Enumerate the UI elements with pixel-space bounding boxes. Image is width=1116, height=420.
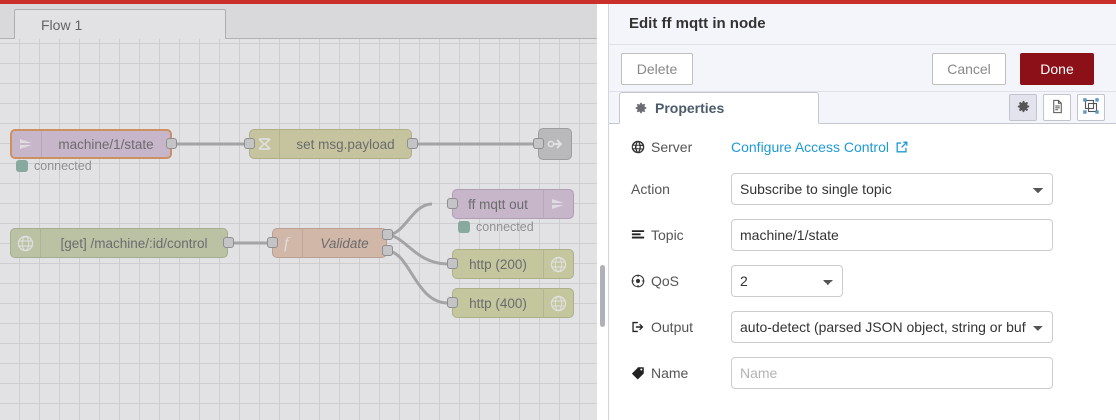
target-icon	[631, 274, 645, 288]
node-http-400-input-port[interactable]	[447, 297, 458, 308]
node-http-in-label: [get] /machine/:id/control	[60, 235, 208, 251]
external-link-icon	[895, 140, 909, 154]
tab-properties-label: Properties	[655, 100, 725, 116]
flow-tab-bar: Flow 1	[0, 4, 597, 40]
panel-title: Edit ff mqtt in node	[629, 15, 766, 32]
node-http-response-400[interactable]: http (400)	[452, 288, 574, 318]
node-change-input-port[interactable]	[244, 138, 255, 149]
globe-icon	[631, 140, 645, 154]
node-mqtt-in-label: machine/1/state	[58, 136, 154, 152]
server-label: Server	[631, 139, 731, 155]
node-http-200-input-port[interactable]	[447, 258, 458, 269]
gear-icon	[1016, 99, 1031, 117]
flow-canvas[interactable]: machine/1/state connected set msg.payloa…	[0, 39, 597, 420]
name-input[interactable]	[731, 357, 1053, 389]
topic-label: Topic	[631, 227, 731, 243]
status-dot-icon	[458, 221, 470, 233]
node-http-response-200[interactable]: http (200)	[452, 249, 574, 279]
node-http-in-output-port[interactable]	[223, 237, 234, 248]
tag-icon	[631, 366, 645, 380]
form-row-name: Name	[609, 357, 1116, 389]
mqtt-icon	[543, 190, 573, 218]
form-row-qos: QoS 012	[609, 265, 1116, 297]
server-label-text: Server	[651, 139, 693, 155]
configure-access-control-text: Configure Access Control	[731, 139, 889, 155]
action-label: Action	[631, 181, 731, 197]
node-mqtt-in-status: connected	[16, 159, 92, 173]
app-header-bar	[0, 0, 1116, 4]
gear-icon	[634, 101, 648, 115]
svg-text:f: f	[284, 235, 291, 252]
node-change-output-port[interactable]	[407, 138, 418, 149]
name-label-text: Name	[651, 365, 689, 381]
panel-appearance-button[interactable]	[1077, 94, 1105, 121]
output-select[interactable]: auto-detect (parsed JSON object, string …	[731, 311, 1053, 343]
node-change-label: set msg.payload	[296, 136, 395, 152]
qos-label: QoS	[631, 273, 731, 289]
mqtt-icon	[12, 131, 42, 157]
node-link-out[interactable]	[538, 128, 572, 160]
tab-properties[interactable]: Properties	[619, 92, 819, 124]
node-mqtt-out-input-port[interactable]	[447, 198, 458, 209]
node-http-400-label: http (400)	[469, 295, 527, 311]
node-function-input-port[interactable]	[267, 237, 278, 248]
output-label: Output	[631, 319, 731, 335]
link-out-icon	[539, 129, 571, 159]
panel-resize-handle[interactable]	[600, 265, 605, 327]
panel-settings-button[interactable]	[1009, 94, 1037, 121]
change-icon	[250, 130, 280, 158]
edit-node-panel: Edit ff mqtt in node Delete Cancel Done …	[608, 4, 1116, 420]
flow-tab-flow-1[interactable]: Flow 1	[14, 9, 226, 40]
sign-out-icon	[631, 320, 645, 334]
node-link-out-input-port[interactable]	[533, 138, 544, 149]
configure-access-control-link[interactable]: Configure Access Control	[731, 139, 909, 155]
flow-workspace: Flow 1	[0, 4, 597, 420]
node-mqtt-in-status-label: connected	[34, 159, 92, 173]
function-icon: f	[273, 229, 303, 257]
topic-label-text: Topic	[651, 227, 684, 243]
form-row-action: Action Subscribe to single topic	[609, 173, 1116, 205]
node-function-output-port-2[interactable]	[382, 245, 393, 256]
panel-description-button[interactable]	[1043, 94, 1071, 121]
globe-icon	[543, 250, 573, 278]
panel-tab-bar: Properties	[609, 92, 1116, 124]
form-row-output: Output auto-detect (parsed JSON object, …	[609, 311, 1116, 343]
document-icon	[1050, 99, 1065, 117]
topic-input[interactable]	[731, 219, 1053, 251]
action-select[interactable]: Subscribe to single topic	[731, 173, 1053, 205]
node-change[interactable]: set msg.payload	[249, 129, 412, 159]
node-http-200-label: http (200)	[469, 256, 527, 272]
panel-toolbar: Delete Cancel Done	[609, 44, 1116, 92]
delete-button[interactable]: Delete	[621, 53, 693, 85]
globe-icon	[543, 289, 573, 317]
node-http-in[interactable]: [get] /machine/:id/control	[10, 228, 228, 258]
node-mqtt-out-status-label: connected	[476, 220, 534, 234]
node-mqtt-in[interactable]: machine/1/state	[10, 129, 172, 159]
name-label: Name	[631, 365, 731, 381]
form-row-server: Server Configure Access Control	[609, 132, 1116, 162]
list-icon	[631, 228, 645, 242]
form-row-topic: Topic	[609, 219, 1116, 251]
node-function[interactable]: f Validate	[272, 228, 387, 258]
output-label-text: Output	[651, 319, 694, 335]
node-mqtt-out-status: connected	[458, 220, 534, 234]
status-dot-icon	[16, 160, 28, 172]
node-properties-form: Server Configure Access Control	[609, 124, 1116, 420]
qos-label-text: QoS	[651, 273, 680, 289]
cancel-button[interactable]: Cancel	[932, 53, 1006, 85]
node-mqtt-in-output-port[interactable]	[166, 138, 177, 149]
qos-select[interactable]: 012	[731, 265, 843, 297]
node-function-output-port-1[interactable]	[382, 229, 393, 240]
done-button[interactable]: Done	[1020, 53, 1094, 85]
node-function-label: Validate	[320, 235, 369, 251]
action-label-text: Action	[631, 181, 670, 197]
node-mqtt-out-label: ff mqtt out	[468, 196, 528, 212]
node-mqtt-out[interactable]: ff mqtt out	[452, 189, 574, 219]
globe-icon	[11, 229, 41, 257]
appearance-icon	[1083, 98, 1099, 117]
flow-tab-label: Flow 1	[41, 17, 83, 33]
